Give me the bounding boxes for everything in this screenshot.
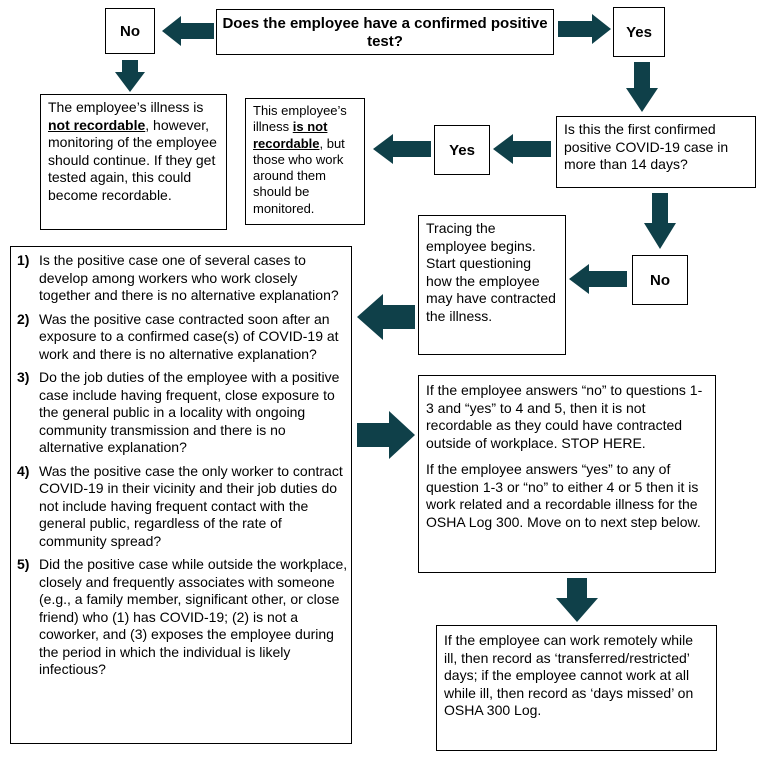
arrow-left-icon: [162, 16, 214, 46]
arrow-right-icon: [357, 411, 415, 459]
arrow-left-icon: [373, 134, 431, 164]
arrow-down-icon: [115, 60, 145, 92]
questions-list: 1) Is the positive case one of several ca…: [11, 252, 351, 679]
question-item: 4) Was the positive case the only worker …: [11, 463, 351, 551]
not-recordable-pre: The employee’s illness is: [48, 99, 204, 115]
arrow-left-icon: [493, 134, 551, 164]
question-text: Was the positive case contracted soon af…: [39, 310, 339, 362]
question-item: 5) Did the positive case while outside th…: [11, 556, 351, 679]
question-number: 1): [17, 252, 30, 268]
no-box-top: No: [105, 8, 155, 54]
question-text: Was the positive case the only worker to…: [39, 462, 343, 549]
answers-paragraph-1: If the employee answers “no” to question…: [426, 382, 703, 451]
first-case-question-text: Is this the first confirmed positive COV…: [564, 121, 729, 172]
record-text: If the employee can work remotely while …: [444, 632, 694, 718]
top-question-text: Does the employee have a confirmed posit…: [222, 15, 548, 50]
record-box: If the employee can work remotely while …: [436, 625, 717, 751]
arrow-left-icon: [569, 264, 627, 294]
question-item: 3) Do the job duties of the employee with…: [11, 369, 351, 457]
yes-label-middle: Yes: [449, 141, 475, 159]
question-item: 2) Was the positive case contracted soon …: [11, 311, 351, 364]
no-label: No: [120, 22, 140, 40]
arrow-down-icon: [556, 578, 598, 622]
question-number: 5): [17, 556, 30, 572]
monitor-bold: is not recordable: [253, 119, 328, 151]
tracing-text: Tracing the employee begins. Start quest…: [426, 220, 556, 324]
question-text: Did the positive case while outside the …: [39, 556, 348, 677]
top-question-box: Does the employee have a confirmed posit…: [216, 9, 554, 55]
arrow-left-icon: [357, 294, 415, 340]
questions-box: 1) Is the positive case one of several ca…: [10, 246, 352, 744]
question-text: Do the job duties of the employee with a…: [39, 369, 340, 455]
monitor-post: , but those who work around them should …: [253, 135, 345, 216]
question-number: 2): [17, 310, 30, 327]
question-item: 1) Is the positive case one of several ca…: [11, 252, 351, 305]
question-number: 3): [17, 369, 30, 385]
monitor-box: This employee’s illness is not recordabl…: [245, 98, 365, 225]
arrow-down-icon: [644, 193, 676, 249]
yes-label: Yes: [626, 23, 652, 41]
yes-box-middle: Yes: [434, 125, 490, 175]
not-recordable-box: The employee’s illness is not recordable…: [40, 94, 227, 230]
question-text: Is the positive case one of several case…: [39, 252, 339, 303]
no-label-middle: No: [650, 271, 670, 289]
answers-paragraph-2: If the employee answers “yes” to any of …: [426, 461, 701, 530]
not-recordable-post: , however, monitoring of the employee sh…: [48, 116, 217, 203]
question-number: 4): [17, 462, 30, 479]
arrow-right-icon: [558, 14, 611, 44]
arrow-down-icon: [626, 62, 658, 112]
not-recordable-bold: not recordable: [48, 116, 146, 133]
monitor-pre: This employee’s illness: [253, 103, 347, 135]
yes-box-top: Yes: [613, 7, 665, 57]
answers-box: If the employee answers “no” to question…: [418, 375, 716, 573]
no-box-middle: No: [632, 255, 688, 305]
first-case-question-box: Is this the first confirmed positive COV…: [556, 116, 756, 188]
tracing-box: Tracing the employee begins. Start quest…: [418, 215, 566, 355]
